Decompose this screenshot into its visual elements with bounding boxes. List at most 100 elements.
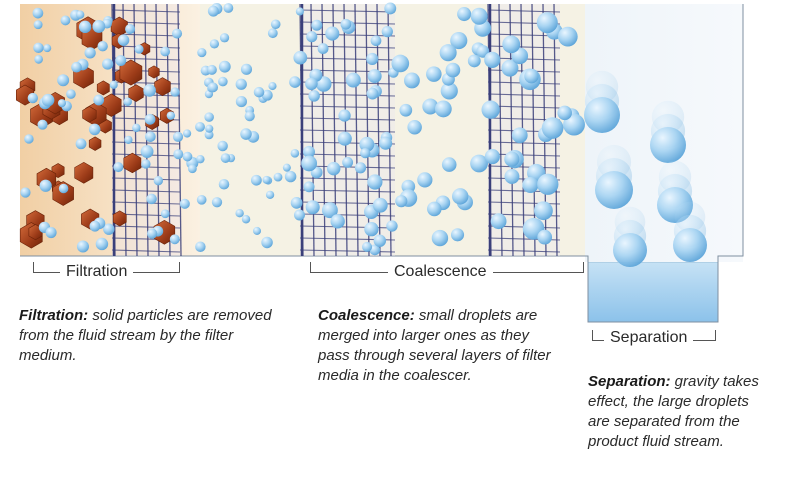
droplet	[252, 226, 262, 235]
droplet	[303, 181, 315, 193]
droplet	[342, 156, 354, 168]
droplet	[220, 153, 231, 163]
droplet	[369, 244, 381, 256]
droplet	[209, 39, 220, 49]
droplet	[504, 169, 520, 184]
droplet	[354, 162, 367, 174]
droplet	[467, 54, 481, 68]
droplet	[470, 154, 488, 173]
droplet	[370, 35, 382, 47]
droplet	[330, 214, 345, 229]
droplet	[450, 32, 468, 50]
droplet	[305, 200, 320, 215]
droplet	[253, 86, 265, 98]
droplet	[265, 190, 275, 200]
coalescence-text: small droplets are merged into larger on…	[318, 307, 551, 384]
droplet	[384, 2, 397, 15]
droplet	[218, 60, 231, 73]
filtration-text: solid particles are removed from the flu…	[19, 307, 272, 364]
droplet	[450, 228, 465, 242]
droplet	[340, 18, 352, 30]
droplet	[305, 77, 318, 91]
droplet	[95, 237, 109, 251]
droplet	[381, 25, 393, 38]
droplet	[301, 155, 318, 172]
droplet	[401, 179, 416, 194]
coalescence-description: Coalescence: small droplets are merged i…	[318, 306, 553, 386]
droplet	[143, 84, 156, 97]
droplet	[172, 131, 184, 142]
separation-text: gravity takes effect, the large droplets…	[588, 373, 759, 450]
droplet	[345, 72, 361, 88]
droplet	[563, 113, 585, 136]
droplet	[426, 66, 442, 82]
droplet	[317, 43, 329, 55]
droplet	[434, 100, 452, 118]
droplet	[217, 140, 228, 152]
droplet	[219, 33, 230, 43]
separation-term: Separation:	[588, 373, 671, 390]
droplet	[311, 19, 323, 31]
droplet	[173, 149, 184, 160]
droplet	[71, 61, 82, 73]
droplet	[364, 221, 379, 237]
droplet	[207, 82, 219, 93]
droplet	[97, 40, 108, 52]
droplet	[20, 187, 31, 198]
droplet	[75, 138, 87, 150]
sump	[587, 261, 719, 323]
droplet	[211, 197, 223, 208]
droplet	[144, 113, 156, 125]
droplet	[102, 58, 114, 70]
droplet	[308, 90, 320, 102]
droplet	[235, 95, 247, 108]
droplet	[240, 128, 252, 140]
droplet	[295, 7, 304, 16]
droplet	[141, 159, 151, 169]
droplet	[267, 28, 278, 39]
droplet	[422, 98, 439, 115]
droplet	[160, 209, 170, 219]
droplet	[115, 55, 127, 67]
droplet	[325, 26, 340, 41]
droplet	[524, 69, 539, 84]
droplet	[284, 170, 297, 183]
droplet	[76, 240, 89, 253]
droplet	[441, 157, 457, 172]
droplet	[78, 20, 92, 34]
droplet	[403, 72, 420, 89]
droplet	[360, 148, 371, 159]
droplet	[395, 195, 408, 208]
solid-particle	[82, 106, 97, 123]
droplet	[417, 172, 433, 188]
droplet	[457, 7, 472, 22]
droplet	[244, 111, 255, 122]
droplet	[197, 47, 207, 58]
droplet	[33, 20, 43, 30]
droplet	[123, 97, 132, 106]
droplet	[125, 24, 136, 35]
solid-particle	[128, 84, 144, 102]
droplet	[250, 174, 262, 186]
droplet	[205, 124, 214, 133]
droplet	[470, 7, 488, 25]
droplet	[146, 193, 157, 205]
droplet	[537, 173, 559, 195]
droplet	[88, 123, 101, 136]
droplet	[541, 117, 564, 139]
droplet	[41, 93, 55, 107]
droplet	[431, 229, 449, 247]
droplet	[153, 176, 164, 186]
droplet	[109, 80, 118, 89]
droplet	[338, 109, 351, 122]
droplet	[117, 34, 130, 46]
droplet	[43, 44, 52, 53]
solid-particle	[96, 80, 110, 96]
separation-description: Separation: gravity takes effect, the la…	[588, 372, 773, 452]
droplet	[261, 89, 273, 101]
droplet	[502, 35, 521, 54]
filtration-description: Filtration: solid particles are removed …	[19, 306, 279, 366]
droplet	[373, 234, 387, 247]
droplet	[76, 10, 85, 19]
solid-particle	[119, 59, 143, 86]
